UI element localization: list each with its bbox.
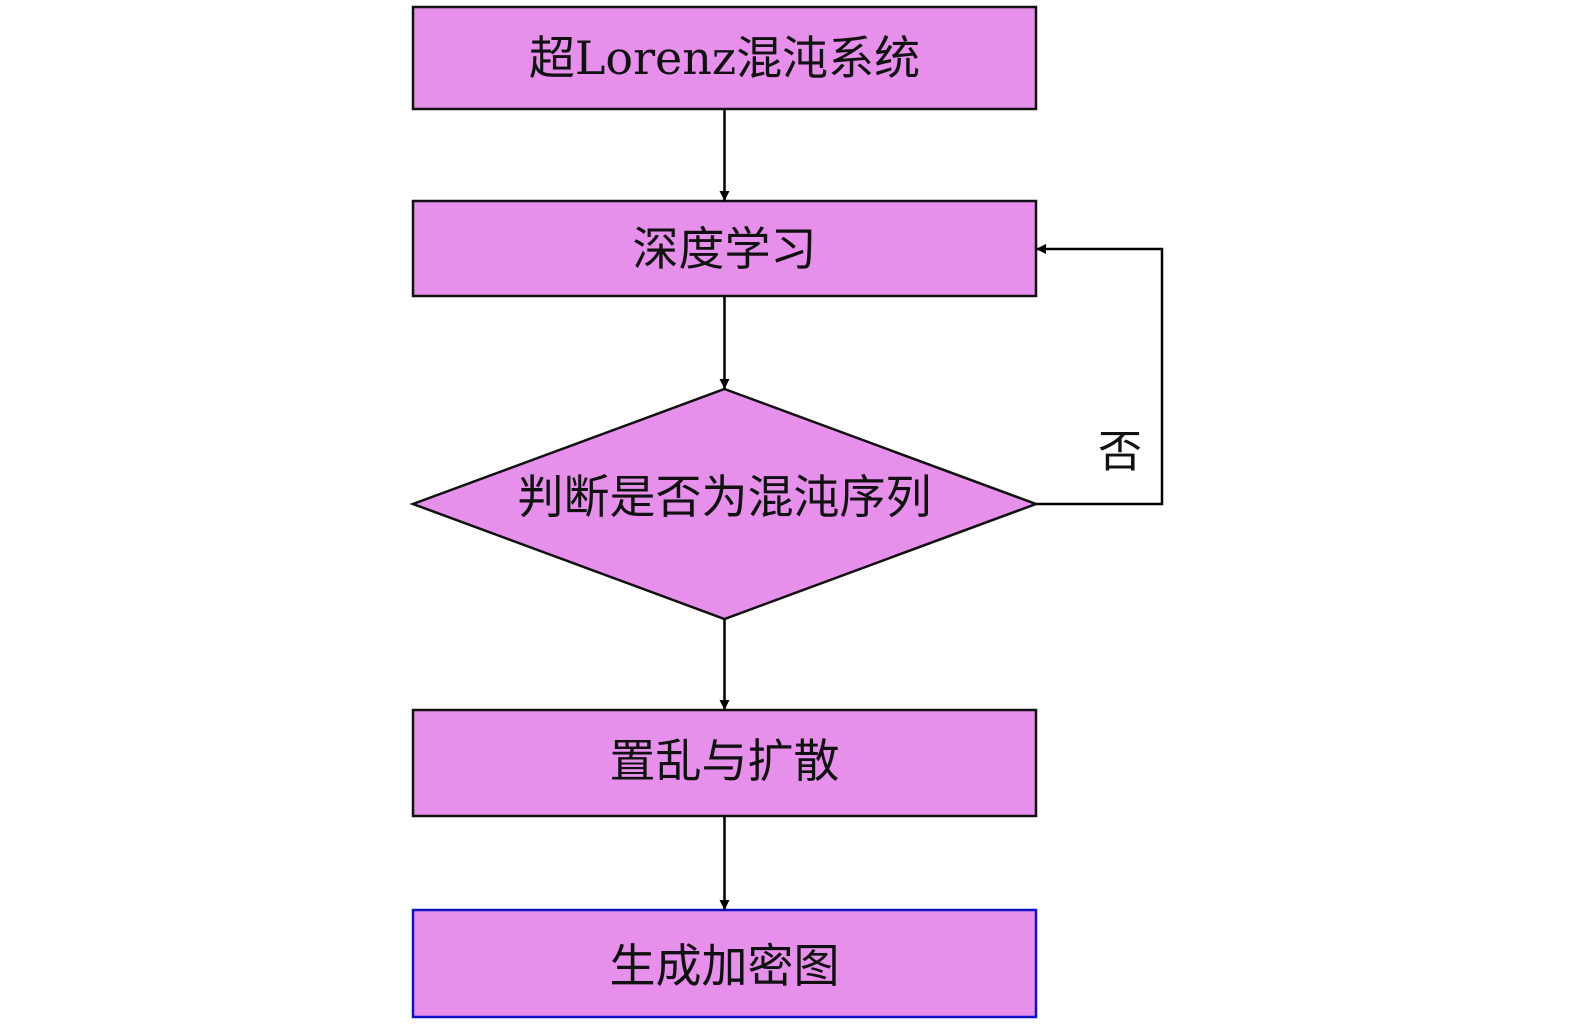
arrow-check-no-to-deep-learning xyxy=(1036,244,1164,506)
node-scramble-diffuse-label: 置乱与扩散 xyxy=(610,734,840,788)
node-chaos-check-label: 判断是否为混沌序列 xyxy=(518,470,932,524)
node-lorenz-system-box xyxy=(411,5,1038,111)
node-scramble-diffuse-box xyxy=(411,708,1038,818)
node-scramble-diffuse: 置乱与扩散 xyxy=(411,708,1038,818)
node-chaos-check: 判断是否为混沌序列 xyxy=(409,387,1040,621)
node-generate-encrypted-box xyxy=(411,908,1038,1019)
node-generate-encrypted: 生成加密图 xyxy=(411,908,1038,1019)
node-deep-learning-box xyxy=(411,199,1038,298)
node-lorenz-system-label: 超Lorenz混沌系统 xyxy=(529,31,920,85)
node-deep-learning-label: 深度学习 xyxy=(633,222,817,276)
node-lorenz-system: 超Lorenz混沌系统 xyxy=(411,5,1038,111)
edge-label-no: 否 xyxy=(1098,427,1142,478)
node-generate-encrypted-label: 生成加密图 xyxy=(610,939,840,993)
node-deep-learning: 深度学习 xyxy=(411,199,1038,298)
